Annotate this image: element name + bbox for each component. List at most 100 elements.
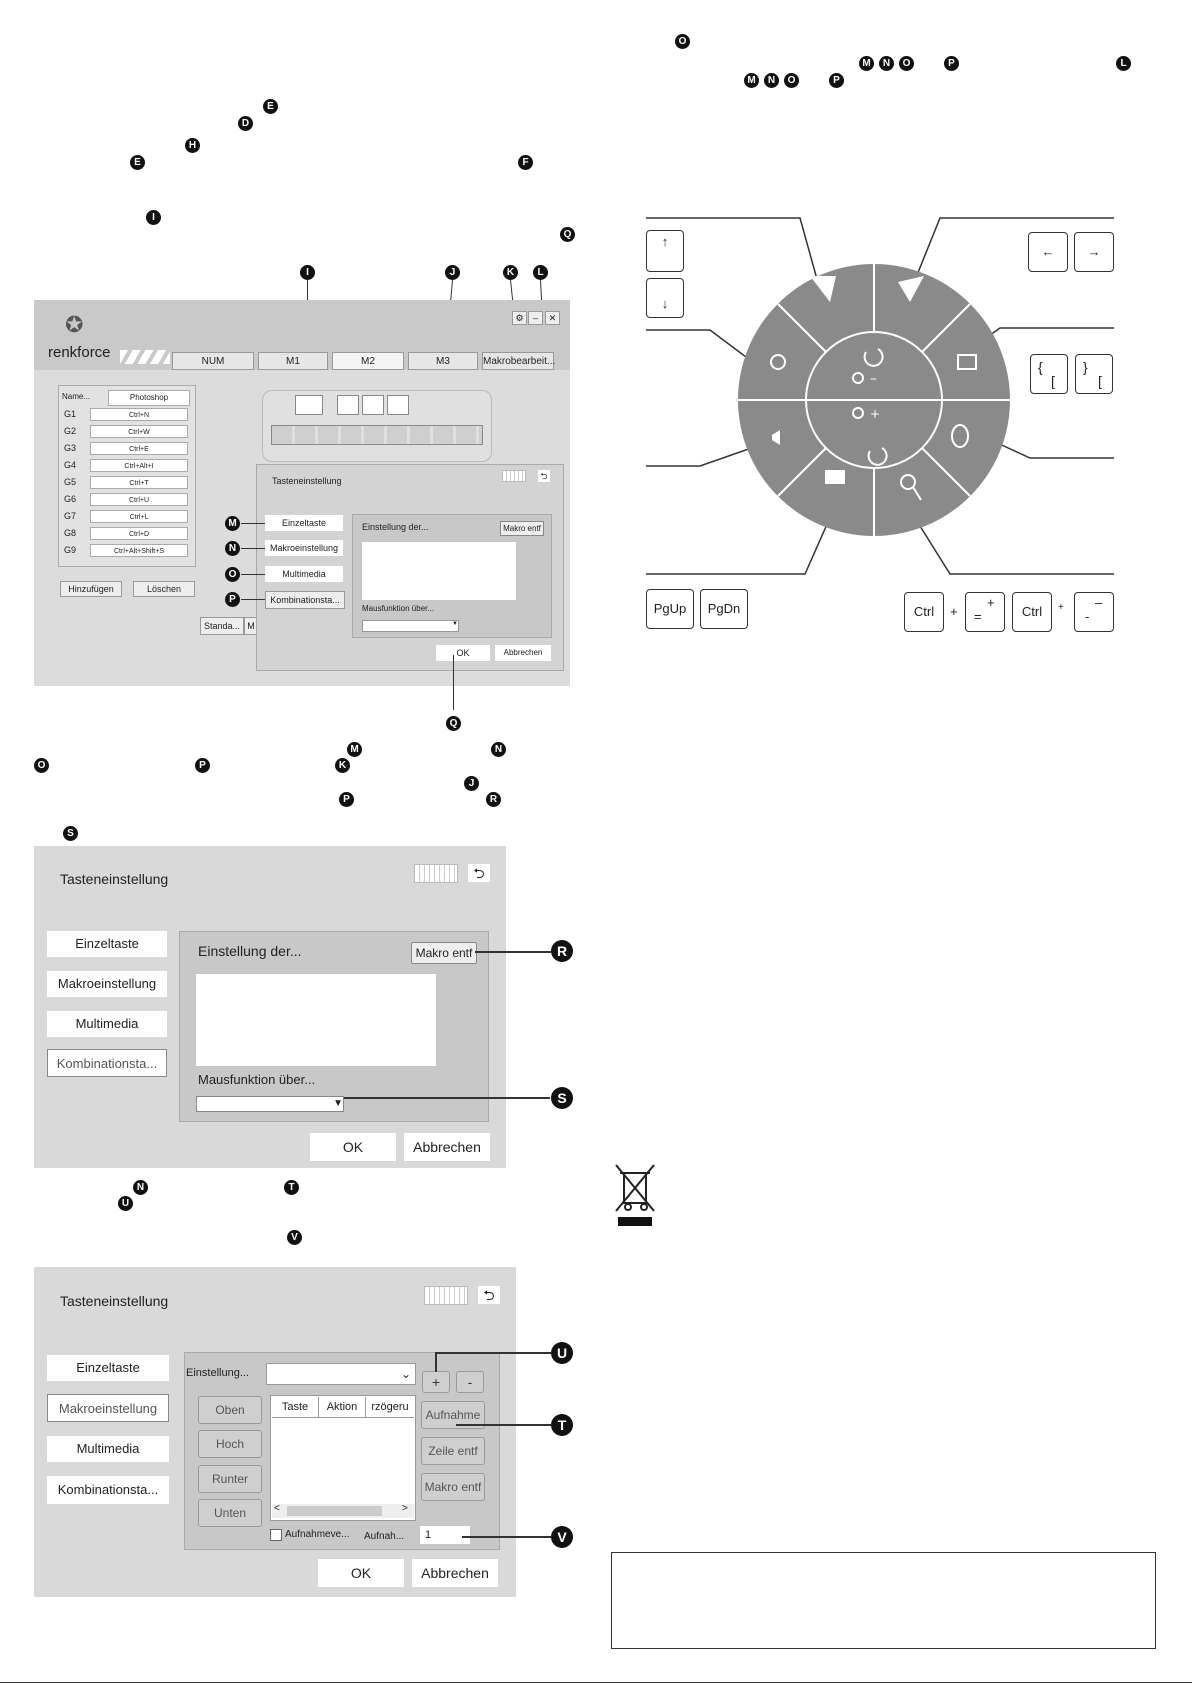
- keyboard-icon[interactable]: [502, 470, 526, 482]
- badge-u: U: [551, 1342, 573, 1364]
- macro-delete-button[interactable]: Makro entf: [421, 1473, 485, 1501]
- key-ctrl: Ctrl: [904, 592, 944, 632]
- combination-button[interactable]: Kombinationsta...: [265, 591, 345, 609]
- scroll-thumb[interactable]: [287, 1506, 382, 1516]
- record-count-input[interactable]: 1: [420, 1526, 470, 1544]
- mouse-function-label: Mausfunktion über...: [362, 604, 435, 613]
- macro-setting-button[interactable]: Makroeinstellung: [47, 971, 167, 997]
- up-button[interactable]: Hoch: [198, 1430, 262, 1458]
- macro-textarea[interactable]: [196, 974, 436, 1066]
- dialog-title: Tasteneinstellung: [272, 476, 342, 486]
- tab-macro-edit[interactable]: Makrobearbeit...: [482, 352, 555, 370]
- badge-t: T: [284, 1180, 299, 1195]
- g-value[interactable]: Ctrl+Alt+Shift+S: [90, 544, 188, 557]
- close-icon[interactable]: ✕: [545, 311, 560, 325]
- macro-table[interactable]: [270, 1395, 416, 1521]
- column-header[interactable]: rzögeru: [366, 1397, 414, 1418]
- ok-button[interactable]: OK: [310, 1133, 396, 1161]
- minimize-icon[interactable]: –: [528, 311, 543, 325]
- g-value[interactable]: Ctrl+E: [90, 442, 188, 455]
- delete-button[interactable]: Löschen: [133, 581, 195, 597]
- cancel-button[interactable]: Abbrechen: [412, 1559, 498, 1587]
- badge-l: L: [533, 265, 548, 280]
- multimedia-button[interactable]: Multimedia: [47, 1436, 169, 1462]
- badge-u: U: [118, 1196, 133, 1211]
- standard-button[interactable]: Standa...: [200, 617, 244, 635]
- multimedia-button[interactable]: Multimedia: [47, 1011, 167, 1037]
- scroll-right-icon[interactable]: >: [402, 1503, 408, 1514]
- logo-icon: ✪: [65, 312, 84, 337]
- g-value[interactable]: Ctrl+D: [90, 527, 188, 540]
- imprint-box: [611, 1552, 1156, 1649]
- g-value[interactable]: Ctrl+U: [90, 493, 188, 506]
- g-label: G5: [64, 477, 77, 487]
- column-header[interactable]: Taste: [272, 1397, 319, 1418]
- g-value[interactable]: Ctrl+W: [90, 425, 188, 438]
- tab-m1[interactable]: M1: [258, 352, 328, 370]
- single-key-button[interactable]: Einzeltaste: [47, 931, 167, 957]
- cancel-button[interactable]: Abbrechen: [495, 645, 551, 661]
- add-button[interactable]: +: [422, 1371, 450, 1393]
- add-button[interactable]: Hinzufügen: [60, 581, 122, 597]
- g-label: G8: [64, 528, 77, 538]
- profile-select[interactable]: Photoshop: [108, 390, 190, 406]
- macro-setting-button[interactable]: Makroeinstellung: [47, 1394, 169, 1422]
- combination-button[interactable]: Kombinationsta...: [47, 1476, 169, 1504]
- down-button[interactable]: Runter: [198, 1465, 262, 1493]
- badge-n: N: [491, 742, 506, 757]
- g-value[interactable]: Ctrl+Alt+I: [90, 459, 188, 472]
- cancel-button[interactable]: Abbrechen: [404, 1133, 490, 1161]
- badge-s: S: [63, 826, 78, 841]
- badge-p: P: [339, 792, 354, 807]
- mouse-function-select[interactable]: ▼: [196, 1096, 344, 1112]
- tab-m3[interactable]: M3: [408, 352, 478, 370]
- g-value[interactable]: Ctrl+T: [90, 476, 188, 489]
- badge-j: J: [445, 265, 460, 280]
- macro-delete-button[interactable]: Makro entf: [411, 942, 477, 964]
- record-button[interactable]: Aufnahme: [421, 1401, 485, 1429]
- badge-e: E: [263, 99, 278, 114]
- macro-delete-button[interactable]: Makro entf: [500, 521, 544, 536]
- keyboard-icon[interactable]: [424, 1286, 468, 1305]
- macro-setting-label: Einstellung...: [186, 1367, 249, 1379]
- dialog-title: Tasteneinstellung: [60, 871, 169, 887]
- ok-button[interactable]: OK: [318, 1559, 404, 1587]
- badge-p: P: [829, 73, 844, 88]
- badge-n: N: [225, 541, 240, 556]
- mouse-function-select[interactable]: ▼: [362, 620, 459, 632]
- macro-setting-select[interactable]: ⌄: [266, 1363, 416, 1385]
- bottom-button[interactable]: Unten: [198, 1499, 262, 1527]
- top-button[interactable]: Oben: [198, 1396, 262, 1424]
- g-value[interactable]: Ctrl+N: [90, 408, 188, 421]
- g-label: G3: [64, 443, 77, 453]
- g-value[interactable]: Ctrl+L: [90, 510, 188, 523]
- tab-num[interactable]: NUM: [172, 352, 254, 370]
- row-delete-button[interactable]: Zeile entf: [421, 1437, 485, 1465]
- multimedia-button[interactable]: Multimedia: [265, 566, 343, 582]
- macro-setting-button[interactable]: Makroeinstellung: [265, 540, 343, 556]
- key-brace-open: { [: [1030, 354, 1068, 394]
- badge-o: O: [675, 34, 690, 49]
- back-icon[interactable]: ⮌: [538, 470, 550, 482]
- column-header[interactable]: Aktion: [319, 1397, 366, 1418]
- badge-r: R: [486, 792, 501, 807]
- badge-m: M: [225, 516, 240, 531]
- ok-button[interactable]: OK: [436, 645, 490, 661]
- tab-m2[interactable]: M2: [332, 352, 404, 370]
- keyboard-icon[interactable]: [414, 864, 458, 883]
- back-icon[interactable]: ⮌: [478, 1286, 500, 1304]
- badge-d: D: [238, 116, 253, 131]
- record-checkbox[interactable]: [270, 1529, 282, 1541]
- badge-n: N: [764, 73, 779, 88]
- single-key-button[interactable]: Einzeltaste: [265, 515, 343, 531]
- record-count-label: Aufnah...: [364, 1531, 405, 1542]
- footer-rule: [0, 1682, 1192, 1683]
- macro-textarea[interactable]: [362, 542, 516, 600]
- setting-of-label: Einstellung der...: [198, 943, 302, 959]
- scroll-left-icon[interactable]: <: [274, 1503, 280, 1514]
- back-icon[interactable]: ⮌: [468, 864, 490, 882]
- remove-button[interactable]: -: [456, 1371, 484, 1393]
- gear-icon[interactable]: ⚙: [512, 311, 527, 325]
- combination-button[interactable]: Kombinationsta...: [47, 1049, 167, 1077]
- single-key-button[interactable]: Einzeltaste: [47, 1355, 169, 1381]
